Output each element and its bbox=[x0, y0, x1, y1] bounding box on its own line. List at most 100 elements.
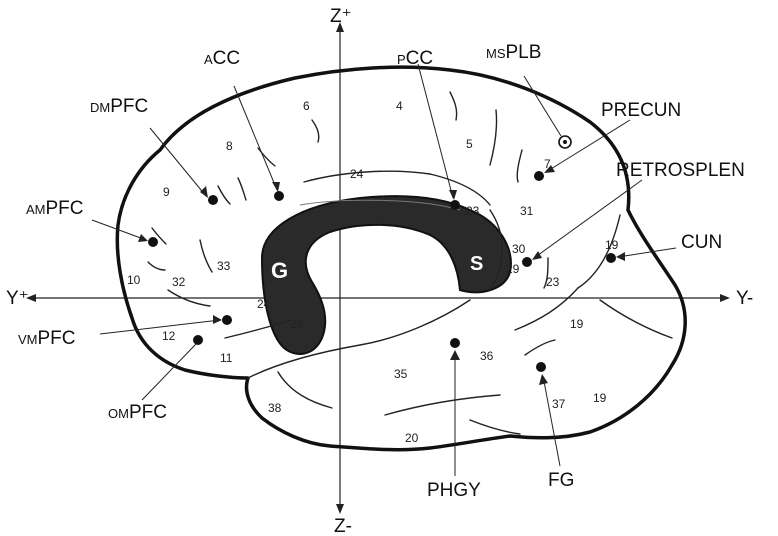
area-8: 8 bbox=[226, 139, 233, 153]
cingulate-sulcus bbox=[304, 171, 430, 182]
precun-dot bbox=[534, 171, 544, 181]
ampfc-label: AMPFC bbox=[26, 198, 84, 219]
sulcus-33 bbox=[200, 240, 212, 272]
phgy-label: PHGY bbox=[427, 480, 481, 501]
retrosplen-label: RETROSPLEN bbox=[616, 160, 745, 181]
z-axis-arrow-down bbox=[336, 504, 344, 514]
fg-label: FG bbox=[548, 470, 574, 491]
retrosplen-dot bbox=[522, 257, 532, 267]
genu-letter: G bbox=[271, 258, 288, 283]
region-labels: ACC PCC MSPLB DMPFC PRECUN RETROSPLEN AM… bbox=[18, 42, 745, 501]
cun-leader bbox=[618, 248, 676, 257]
area-33: 33 bbox=[217, 259, 231, 273]
area-24-upper: 24 bbox=[350, 167, 364, 181]
z-plus-label: Z⁺ bbox=[330, 6, 352, 27]
sulcus-calcarine bbox=[515, 288, 578, 330]
sulcus-frontal-3 bbox=[238, 178, 246, 200]
cun-label: CUN bbox=[681, 232, 722, 253]
vmpfc-prefix: VM bbox=[18, 332, 38, 347]
retrosplen-arrow bbox=[532, 251, 542, 260]
sulcus-lingual bbox=[600, 300, 672, 338]
ompfc-dot bbox=[193, 335, 203, 345]
acc-leader bbox=[234, 86, 277, 190]
pcc-dot bbox=[450, 200, 460, 210]
sulcus-rhinal bbox=[278, 372, 332, 408]
area-38: 38 bbox=[268, 401, 282, 415]
area-19-lower: 19 bbox=[593, 391, 607, 405]
precun-label: PRECUN bbox=[601, 100, 681, 121]
acc-prefix: A bbox=[204, 52, 213, 67]
area-32: 32 bbox=[172, 275, 186, 289]
area-23-upper: 23 bbox=[466, 204, 480, 218]
sulcus-frontal-1 bbox=[312, 120, 319, 142]
cun-arrow bbox=[616, 252, 625, 261]
dmpfc-main: PFC bbox=[110, 96, 148, 117]
leader-lines bbox=[92, 64, 676, 476]
cun-dot bbox=[606, 253, 616, 263]
msplb-center bbox=[563, 140, 567, 144]
area-9: 9 bbox=[163, 185, 170, 199]
area-25: 25 bbox=[290, 317, 304, 331]
ampfc-main: PFC bbox=[46, 198, 84, 219]
acc-label: ACC bbox=[204, 48, 240, 69]
pcc-arrow bbox=[449, 190, 457, 200]
sulcus-precuneus bbox=[517, 150, 522, 182]
area-35: 35 bbox=[394, 367, 408, 381]
area-36: 36 bbox=[480, 349, 494, 363]
msplb-marker bbox=[559, 136, 571, 148]
sulcus-central bbox=[450, 92, 457, 120]
ampfc-arrow bbox=[138, 234, 148, 242]
area-19-mid: 19 bbox=[570, 317, 584, 331]
area-10: 10 bbox=[127, 273, 141, 287]
area-6: 6 bbox=[303, 99, 310, 113]
ompfc-prefix: OM bbox=[108, 406, 129, 421]
area-24-lower: 24 bbox=[257, 297, 271, 311]
sulcus-20 bbox=[470, 420, 520, 434]
sulcus-inferior-temporal bbox=[385, 395, 500, 415]
dmpfc-leader bbox=[150, 128, 206, 196]
cun-main: CUN bbox=[681, 232, 722, 253]
z-minus-label: Z- bbox=[334, 516, 352, 536]
phgy-arrow bbox=[450, 350, 460, 360]
area-29: 29 bbox=[506, 262, 520, 276]
acc-main: CC bbox=[213, 48, 240, 69]
pcc-leader bbox=[418, 64, 453, 198]
vmpfc-leader bbox=[100, 320, 220, 334]
msplb-main: PLB bbox=[506, 42, 542, 63]
pcc-label: PCC bbox=[397, 48, 433, 69]
dmpfc-prefix: DM bbox=[90, 100, 110, 115]
y-plus-label: Y⁺ bbox=[6, 288, 29, 309]
fg-arrow bbox=[539, 374, 548, 385]
area-20: 20 bbox=[405, 431, 419, 445]
area-11: 11 bbox=[220, 351, 233, 365]
vmpfc-dot bbox=[222, 315, 232, 325]
ompfc-main: PFC bbox=[129, 402, 167, 423]
area-30: 30 bbox=[512, 242, 526, 256]
ompfc-label: OMPFC bbox=[108, 402, 167, 423]
pcc-prefix: P bbox=[397, 52, 406, 67]
fg-leader bbox=[543, 376, 560, 466]
sulcus-10 bbox=[148, 262, 165, 270]
ampfc-prefix: AM bbox=[26, 202, 46, 217]
vmpfc-label: VMPFC bbox=[18, 328, 76, 349]
dmpfc-arrow bbox=[200, 186, 208, 198]
area-23-lower: 23 bbox=[546, 275, 560, 289]
area-5: 5 bbox=[466, 137, 473, 151]
ampfc-dot bbox=[148, 237, 158, 247]
acc-dot bbox=[274, 191, 284, 201]
msplb-label: MSPLB bbox=[486, 42, 541, 63]
area-12: 12 bbox=[162, 329, 176, 343]
splenium-letter: S bbox=[470, 253, 483, 275]
dmpfc-label: DMPFC bbox=[90, 96, 148, 117]
vmpfc-main: PFC bbox=[38, 328, 76, 349]
retrosplen-main: RETROSPLEN bbox=[616, 160, 745, 181]
precun-main: PRECUN bbox=[601, 100, 681, 121]
area-37: 37 bbox=[552, 397, 566, 411]
retrosplen-leader bbox=[534, 180, 642, 258]
acc-arrow bbox=[272, 182, 280, 192]
vmpfc-arrow bbox=[213, 315, 222, 324]
area-31: 31 bbox=[520, 204, 534, 218]
area-4: 4 bbox=[396, 99, 403, 113]
